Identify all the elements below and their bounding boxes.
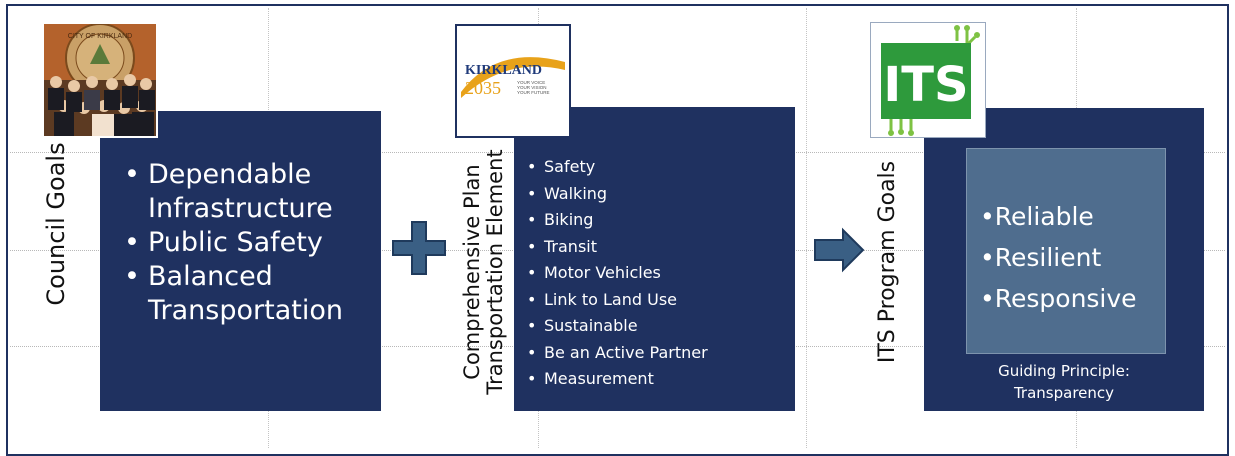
list-item: Be an Active Partner (524, 340, 708, 367)
list-item: Walking (524, 181, 708, 208)
list-item: Public Safety (118, 226, 378, 260)
guide-line (806, 8, 807, 448)
plus-icon (392, 221, 446, 275)
svg-text:CITY OF KIRKLAND: CITY OF KIRKLAND (68, 33, 132, 40)
comprehensive-plan-list: Safety Walking Biking Transit Motor Vehi… (524, 154, 708, 393)
list-item: Link to Land Use (524, 287, 708, 314)
svg-text:YOUR FUTURE: YOUR FUTURE (517, 90, 550, 95)
list-item: Motor Vehicles (524, 260, 708, 287)
svg-text:KIRKLAND: KIRKLAND (465, 63, 542, 78)
kirkland-2035-logo: KIRKLAND 2035 YOUR VOICE YOUR VISION YOU… (455, 24, 571, 138)
list-item: Safety (524, 154, 708, 181)
list-item: •Resilient (980, 243, 1102, 272)
list-item: Biking (524, 207, 708, 234)
its-goals-panel (966, 148, 1166, 354)
svg-text:YOUR VISION: YOUR VISION (517, 85, 547, 90)
council-photo: CITY OF KIRKLAND (42, 22, 158, 138)
arrow-right-icon (814, 227, 865, 273)
its-goals-list: •Reliable •Resilient •Responsive (980, 196, 1137, 319)
council-goals-label: Council Goals (41, 142, 70, 306)
guiding-principle-title: Guiding Principle: (998, 362, 1130, 380)
svg-text:2035: 2035 (465, 78, 501, 98)
list-item: Measurement (524, 366, 708, 393)
comprehensive-plan-label: Comprehensive Plan Transportation Elemen… (459, 149, 507, 395)
slide-frame (6, 4, 1229, 456)
svg-text:YOUR VOICE: YOUR VOICE (517, 80, 545, 85)
list-item: Dependable Infrastructure (118, 158, 378, 226)
guiding-principle-value: Transparency (1013, 384, 1115, 402)
svg-text:ITS: ITS (883, 57, 968, 113)
list-item: Sustainable (524, 313, 708, 340)
its-goals-label: ITS Program Goals (874, 160, 900, 364)
list-item: Balanced Transportation (118, 260, 378, 328)
guiding-principle: Guiding Principle: Transparency (924, 360, 1204, 404)
council-goals-list: Dependable Infrastructure Public Safety … (118, 158, 378, 328)
its-logo: ITS (870, 22, 986, 138)
list-item: •Reliable (980, 202, 1094, 231)
list-item: Transit (524, 234, 708, 261)
list-item: •Responsive (980, 284, 1137, 313)
